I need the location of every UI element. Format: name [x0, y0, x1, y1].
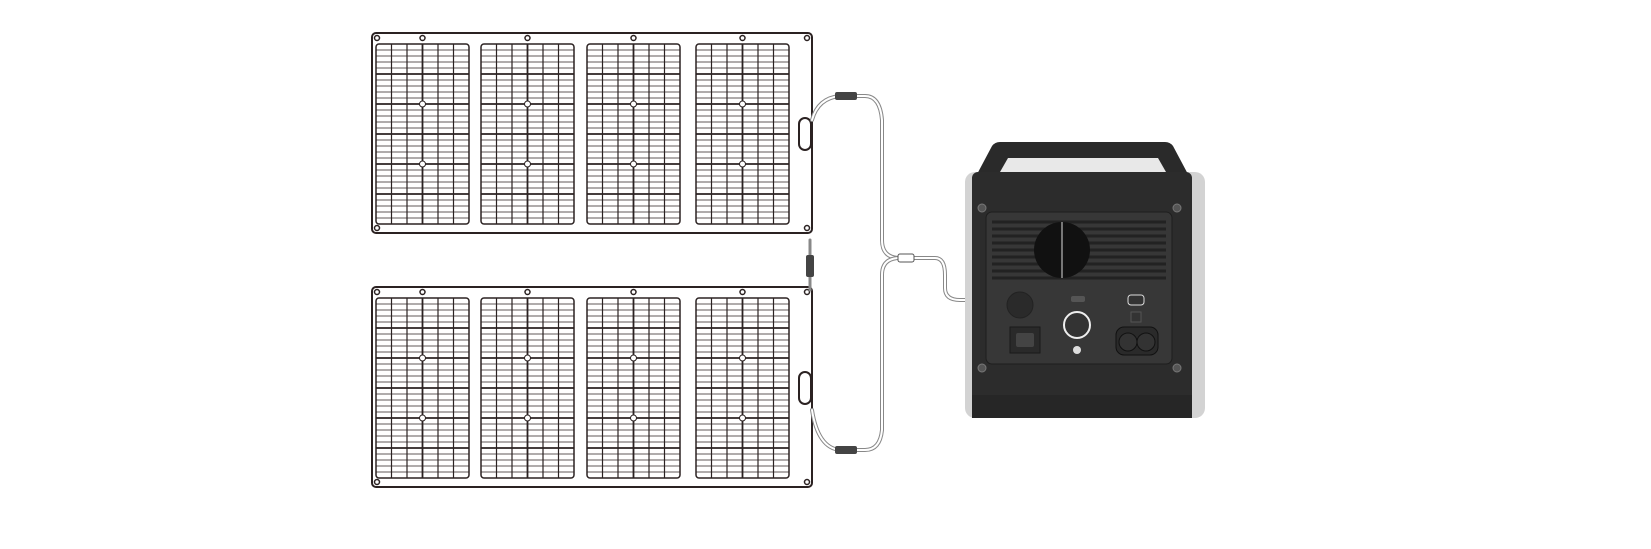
usb-port: [1071, 296, 1085, 302]
screw: [977, 363, 987, 373]
switch: [1130, 311, 1142, 323]
grommet: [739, 34, 746, 42]
panel-fold: [586, 34, 681, 225]
panel-fold: [480, 288, 575, 479]
panel-fold: [375, 34, 470, 225]
solar-panel-bottom: [371, 286, 813, 488]
connector-bottom: [835, 446, 857, 454]
screw: [1172, 363, 1182, 373]
grommet: [630, 34, 637, 42]
mc4-connectors: [806, 92, 915, 454]
grommet: [373, 288, 381, 296]
xt60-solar-input: [1127, 294, 1145, 306]
grommet: [419, 34, 426, 42]
junction-box: [798, 371, 812, 405]
grommet: [419, 288, 426, 296]
grommet: [373, 34, 381, 42]
grommet: [739, 288, 746, 296]
panel-fold: [695, 288, 790, 479]
panel-fold: [695, 34, 790, 225]
base: [972, 395, 1192, 418]
screw: [977, 203, 987, 213]
connector-series: [806, 255, 814, 277]
grommet: [803, 478, 811, 486]
grommet: [803, 224, 811, 232]
panel-fold: [586, 288, 681, 479]
grommet: [630, 288, 637, 296]
panel-fold: [375, 288, 470, 479]
panel-fold: [480, 34, 575, 225]
connector-top: [835, 92, 857, 100]
grommet: [803, 288, 811, 296]
grommet: [524, 288, 531, 296]
power-button: [1063, 311, 1091, 339]
solar-panel-top: [371, 32, 813, 234]
junction-box: [798, 117, 812, 151]
screw: [1172, 203, 1182, 213]
grommet: [524, 34, 531, 42]
dc-input-port: [1006, 291, 1034, 319]
cable-bottom: [810, 256, 902, 452]
indicator-light: [1073, 346, 1081, 354]
power-station: [965, 142, 1205, 418]
y-branch-connector: [897, 253, 915, 263]
grommet: [803, 34, 811, 42]
grommet: [373, 478, 381, 486]
grommet: [373, 224, 381, 232]
